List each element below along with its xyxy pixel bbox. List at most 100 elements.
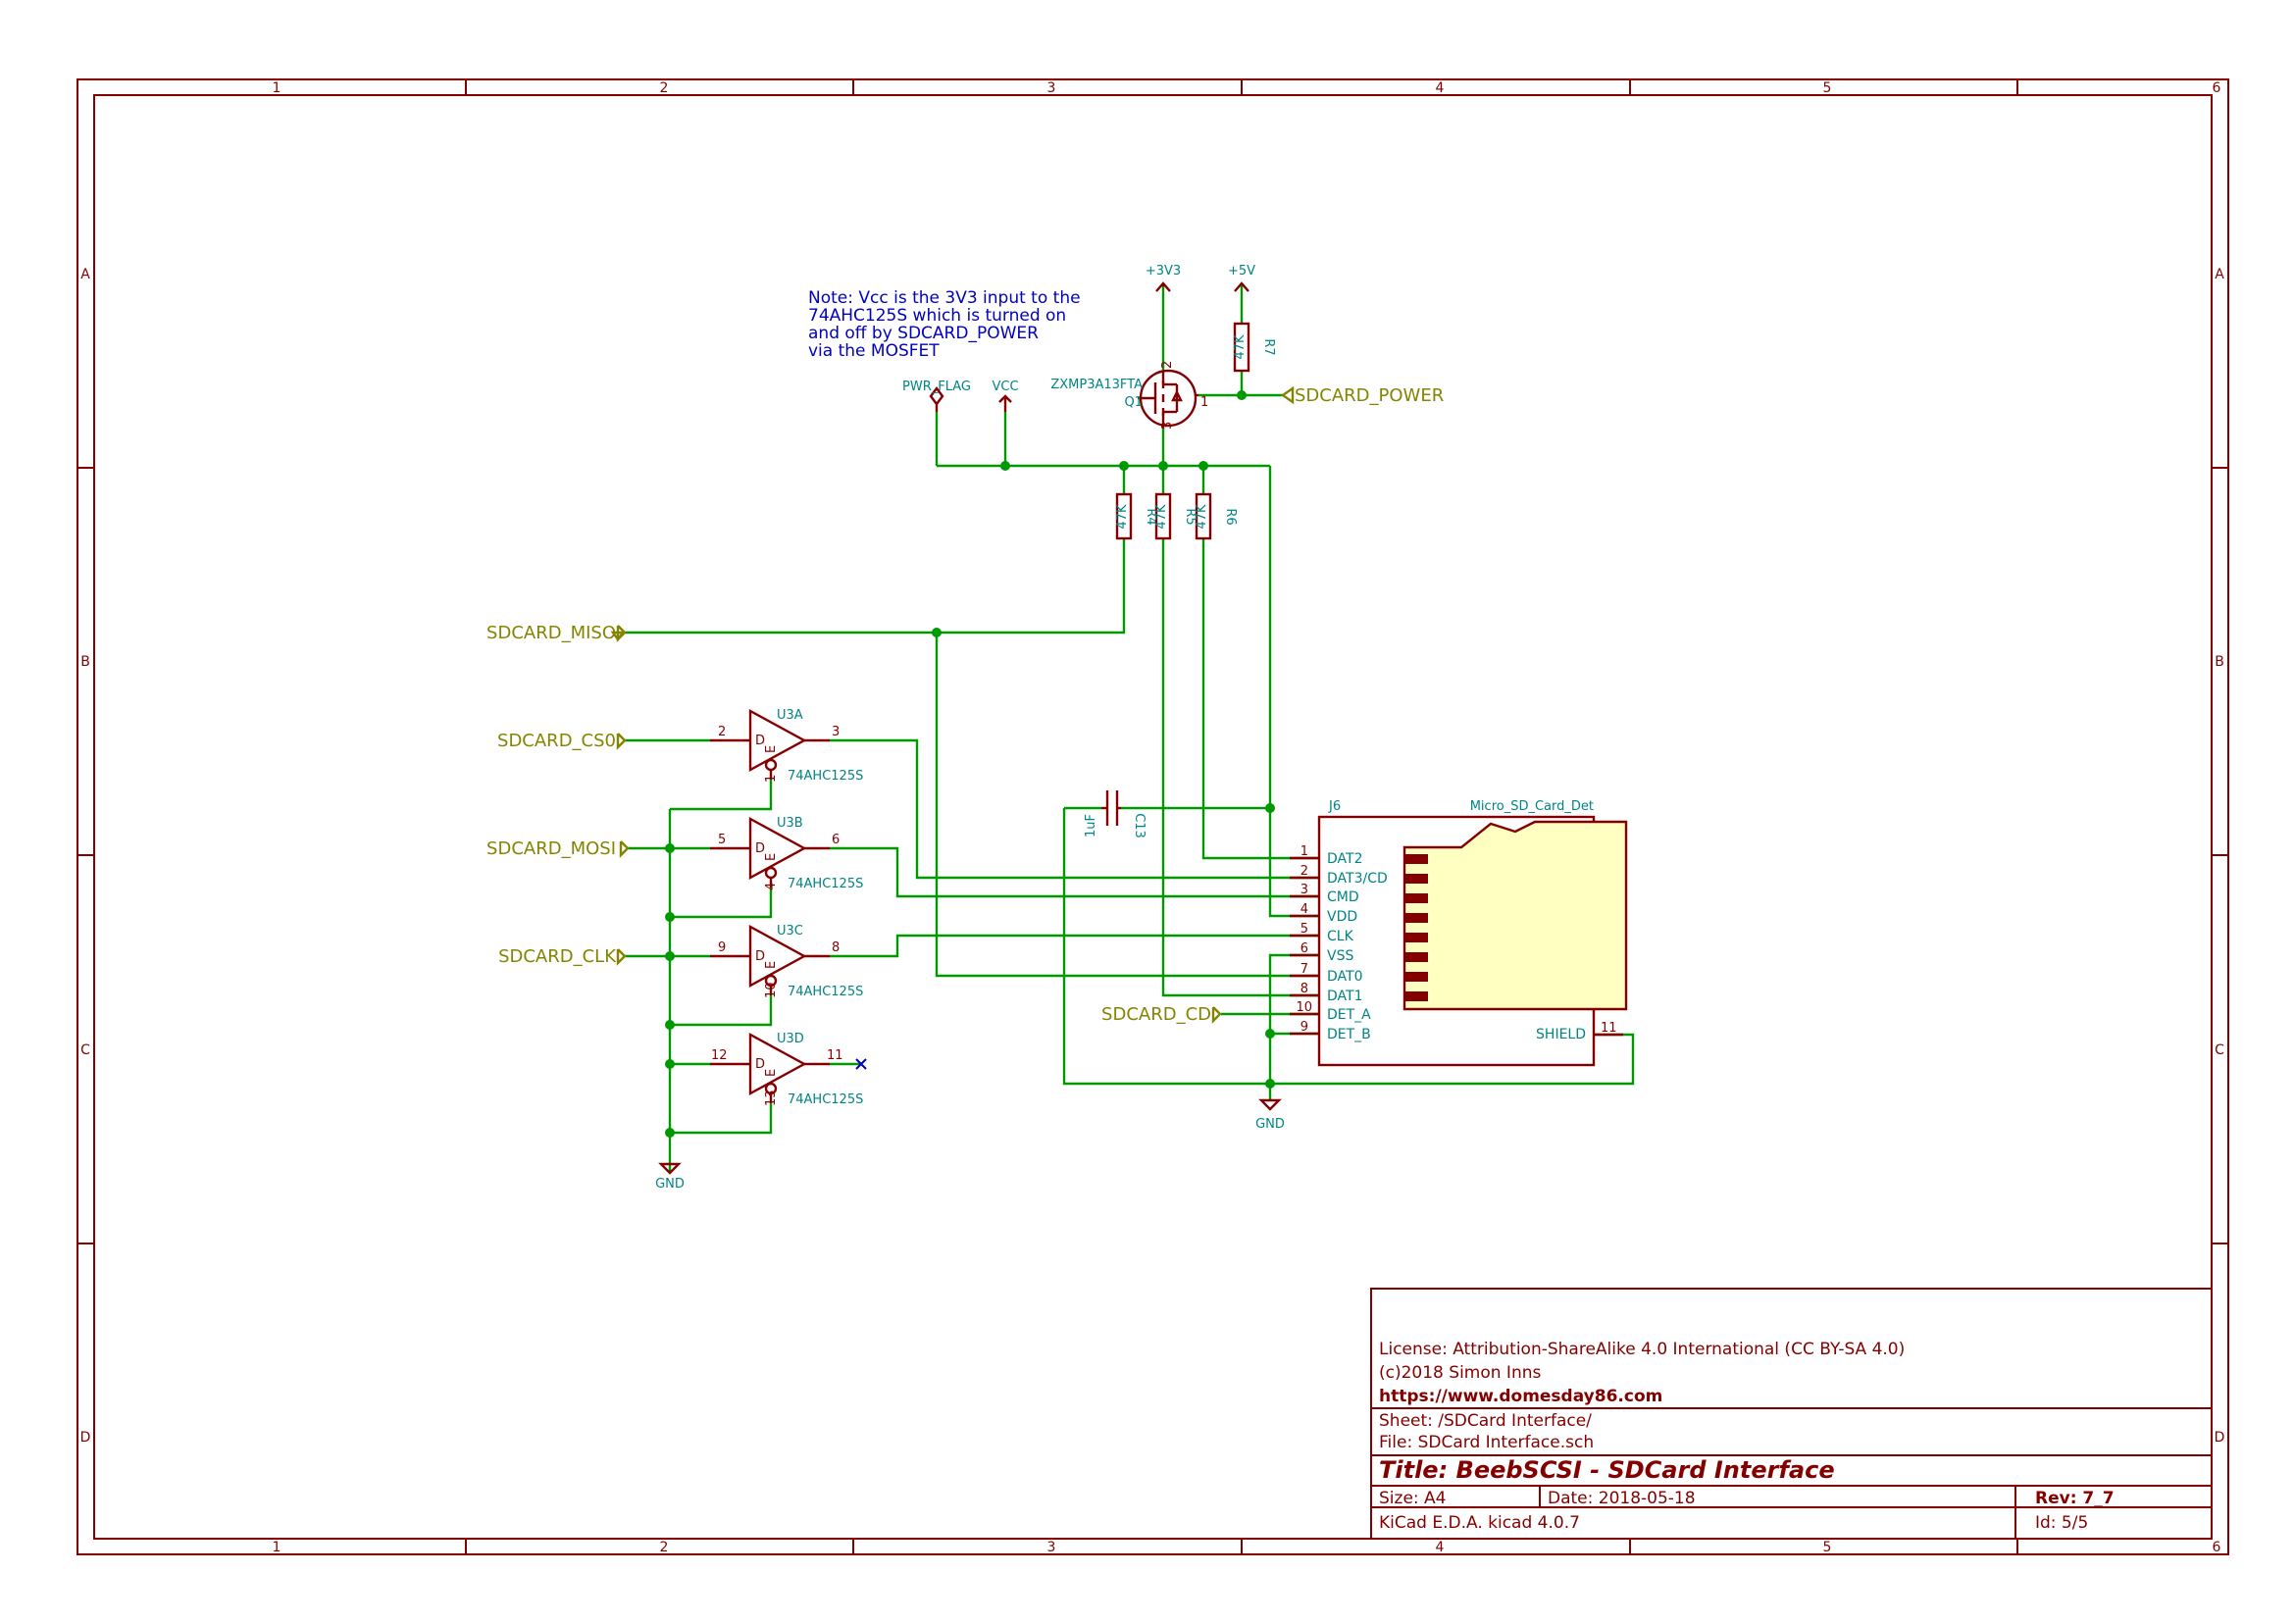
note-line: 74AHC125S which is turned on xyxy=(808,306,1066,326)
frame-col-label: 1 xyxy=(273,1540,281,1555)
capacitor-ref: C13 xyxy=(1132,813,1147,838)
connector-pin-number: 8 xyxy=(1300,982,1308,996)
frame-row-label: D xyxy=(80,1430,91,1446)
junctions xyxy=(665,390,1275,1138)
buffer-pin-letter: E xyxy=(764,745,779,753)
drawing-frame: 1 2 3 4 5 6 1 2 3 4 5 6 A B C D A B C D xyxy=(76,78,2229,1555)
resistor-ref: R4 xyxy=(1144,508,1158,525)
buffer-pin-letter: D xyxy=(755,734,765,748)
global-label-sdcard-cd: SDCARD_CD xyxy=(1101,1004,1222,1025)
frame-col-label: 4 xyxy=(1436,1540,1445,1555)
buffer-pin: 13 xyxy=(764,1090,779,1106)
note-line: Note: Vcc is the 3V3 input to the xyxy=(808,288,1081,308)
resistor-ref: R7 xyxy=(1261,338,1276,355)
buffer-value: 74AHC125S xyxy=(788,985,863,999)
buffer-ref: U3A xyxy=(777,708,803,723)
frame-row-label: B xyxy=(80,654,90,670)
buffer-ref: U3D xyxy=(777,1032,804,1046)
connector-pin-number: 5 xyxy=(1300,922,1308,937)
buffer-u3a: 2 3 1 D E U3A 74AHC125S xyxy=(710,708,863,784)
global-label-sdcard-mosi: SDCARD_MOSI xyxy=(486,838,630,859)
global-label-text: SDCARD_CD xyxy=(1101,1004,1211,1025)
mosfet-pin: 2 xyxy=(1160,361,1175,369)
buffer-ref: U3B xyxy=(777,816,803,831)
buffer-u3c: 9 8 10 D E U3C 74AHC125S xyxy=(710,924,863,999)
title-block-rev: Rev: 7_7 xyxy=(2035,1489,2115,1508)
global-label-text: SDCARD_MISO xyxy=(486,623,616,643)
title-block-title: Title: BeebSCSI - SDCard Interface xyxy=(1379,1456,1835,1484)
pwr-flag-label: PWR_FLAG xyxy=(902,380,971,394)
mosfet-value: ZXMP3A13FTA xyxy=(1050,378,1143,392)
gnd-symbol-connector: GND xyxy=(1255,1098,1285,1132)
global-label-sdcard-power: SDCARD_POWER xyxy=(1280,385,1444,406)
connector-ref: J6 xyxy=(1328,799,1341,814)
resistor-r6: 47K R6 xyxy=(1195,492,1238,540)
buffer-pin: 3 xyxy=(832,725,840,739)
buffer-ref: U3C xyxy=(777,924,803,939)
wires xyxy=(623,283,1635,1173)
connector-pin-name: VDD xyxy=(1327,909,1357,925)
connector-j6: J6 Micro_SD_Card_Det 1 2 3 4 5 xyxy=(1290,799,1628,1067)
buffer-pin-letter: E xyxy=(764,1069,779,1077)
global-label-text: SDCARD_MOSI xyxy=(486,838,616,859)
buffer-pin: 6 xyxy=(832,833,840,847)
frame-col-label: 6 xyxy=(2213,80,2221,96)
global-label-sdcard-miso: SDCARD_MISO xyxy=(486,623,627,643)
connector-value: Micro_SD_Card_Det xyxy=(1470,799,1594,814)
resistor-value: 47K xyxy=(1115,504,1130,530)
buffer-value: 74AHC125S xyxy=(788,769,863,784)
frame-row-label: A xyxy=(80,267,90,282)
design-note: Note: Vcc is the 3V3 input to the 74AHC1… xyxy=(808,288,1081,361)
mosfet-pin: 3 xyxy=(1160,422,1175,430)
connector-pin-number: 7 xyxy=(1300,962,1308,977)
title-block-tool: KiCad E.D.A. kicad 4.0.7 xyxy=(1379,1513,1580,1533)
title-block-url: https://www.domesday86.com xyxy=(1379,1387,1662,1406)
power-vcc: VCC xyxy=(992,380,1019,412)
buffer-pin: 5 xyxy=(718,833,726,847)
global-label-text: SDCARD_CLK xyxy=(498,946,617,967)
frame-col-label: 4 xyxy=(1436,80,1445,96)
mosfet-ref: Q1 xyxy=(1124,395,1143,410)
buffer-pin: 11 xyxy=(827,1048,843,1063)
title-block-file: File: SDCard Interface.sch xyxy=(1379,1433,1594,1452)
frame-col-label: 1 xyxy=(273,80,281,96)
mosfet-q1: 2 3 1 ZXMP3A13FTA Q1 xyxy=(1050,361,1208,430)
buffer-value: 74AHC125S xyxy=(788,1092,863,1107)
global-label-sdcard-clk: SDCARD_CLK xyxy=(498,946,627,967)
gnd-symbol-buffers: GND xyxy=(655,1162,685,1192)
connector-pin-number: 2 xyxy=(1300,864,1308,879)
connector-pin-name: CLK xyxy=(1327,929,1354,944)
buffer-pin: 1 xyxy=(764,775,779,783)
connector-pin-number: 6 xyxy=(1300,941,1308,956)
buffer-u3d: 12 11 13 D E U3D 74AHC125S xyxy=(710,1032,867,1107)
power-5v: +5V xyxy=(1228,264,1255,292)
resistor-value: 47K xyxy=(1154,504,1169,530)
connector-pin-name: DET_B xyxy=(1327,1027,1371,1042)
frame-row-label: D xyxy=(2215,1430,2225,1446)
connector-pin-number: 1 xyxy=(1300,844,1308,859)
resistor-value: 47K xyxy=(1233,334,1248,360)
frame-col-label: 5 xyxy=(1823,80,1832,96)
mosfet-pin: 1 xyxy=(1200,395,1208,410)
title-block: License: Attribution-ShareAlike 4.0 Inte… xyxy=(1370,1288,2213,1540)
frame-col-label: 2 xyxy=(660,80,669,96)
resistor-r5: 47K R5 xyxy=(1154,492,1198,540)
resistor-value: 47K xyxy=(1195,504,1209,530)
connector-pin-number: 10 xyxy=(1296,1000,1312,1015)
capacitor-c13: 1uF C13 xyxy=(1084,790,1147,838)
title-block-size: Size: A4 xyxy=(1379,1489,1446,1508)
buffer-pin: 12 xyxy=(711,1048,728,1063)
pwr-flag: PWR_FLAG xyxy=(902,380,971,412)
gnd-label: GND xyxy=(1255,1117,1285,1132)
buffer-pin: 2 xyxy=(718,725,726,739)
buffer-pin-letter: E xyxy=(764,961,779,969)
frame-col-label: 5 xyxy=(1823,1540,1832,1555)
buffer-pin-letter: E xyxy=(764,853,779,861)
connector-pin-name: SHIELD xyxy=(1536,1027,1586,1042)
title-block-id: Id: 5/5 xyxy=(2035,1513,2088,1533)
note-line: via the MOSFET xyxy=(808,341,940,361)
power-5v-label: +5V xyxy=(1228,264,1255,279)
resistor-ref: R5 xyxy=(1183,508,1198,525)
frame-row-label: C xyxy=(80,1042,90,1058)
